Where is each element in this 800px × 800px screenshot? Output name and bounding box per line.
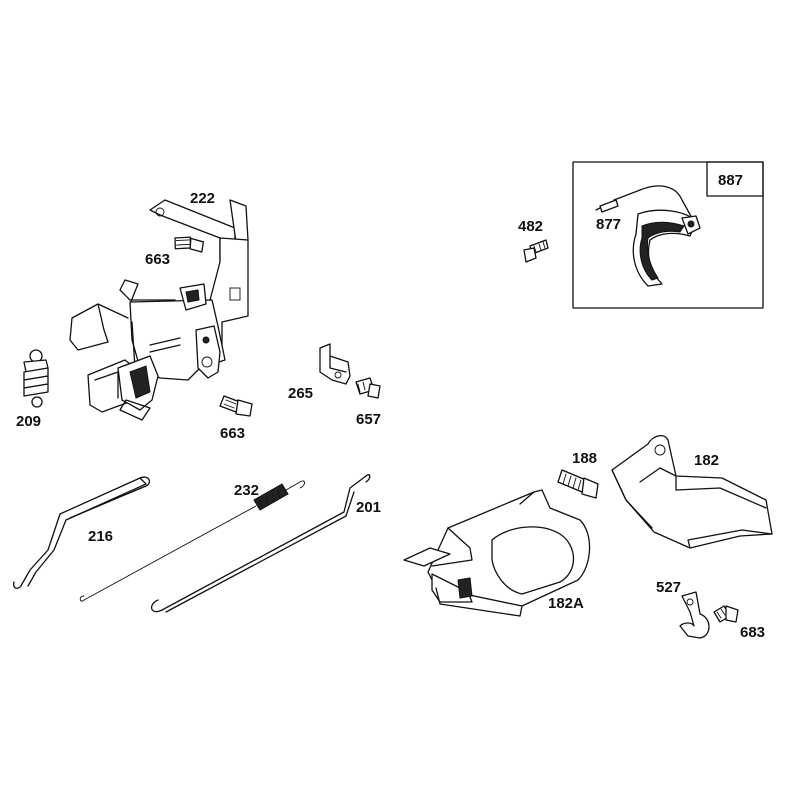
label-232: 232 bbox=[234, 482, 259, 499]
label-877: 877 bbox=[596, 216, 621, 233]
clip-icon bbox=[679, 591, 710, 639]
spring-icon bbox=[23, 349, 49, 408]
label-887: 887 bbox=[718, 172, 743, 189]
governor-link-icon bbox=[151, 474, 371, 613]
label-182: 182 bbox=[694, 452, 719, 469]
clip-icon bbox=[319, 343, 351, 385]
screw-icon bbox=[355, 377, 381, 399]
screw-icon bbox=[523, 239, 549, 263]
bolt-icon bbox=[557, 469, 599, 499]
control-bracket-icon bbox=[69, 199, 249, 421]
label-482: 482 bbox=[518, 218, 543, 235]
link-rod-icon bbox=[13, 476, 151, 589]
kit-box-icon bbox=[572, 161, 764, 309]
label-182A: 182A bbox=[548, 595, 584, 612]
spring-link-icon bbox=[79, 480, 305, 602]
label-527: 527 bbox=[656, 579, 681, 596]
label-201: 201 bbox=[356, 499, 381, 516]
label-683: 683 bbox=[740, 624, 765, 641]
label-663-bottom: 663 bbox=[220, 425, 245, 442]
label-222: 222 bbox=[190, 190, 215, 207]
cover-plate-icon bbox=[403, 489, 591, 617]
label-265: 265 bbox=[288, 385, 313, 402]
screw-icon bbox=[713, 605, 739, 623]
label-663-top: 663 bbox=[145, 251, 170, 268]
shield-icon bbox=[611, 434, 773, 549]
bolt-icon bbox=[219, 395, 253, 417]
label-216: 216 bbox=[88, 528, 113, 545]
ground-wire-icon bbox=[595, 185, 701, 287]
label-657: 657 bbox=[356, 411, 381, 428]
label-209: 209 bbox=[16, 413, 41, 430]
label-188: 188 bbox=[572, 450, 597, 467]
bolt-icon bbox=[174, 236, 205, 253]
